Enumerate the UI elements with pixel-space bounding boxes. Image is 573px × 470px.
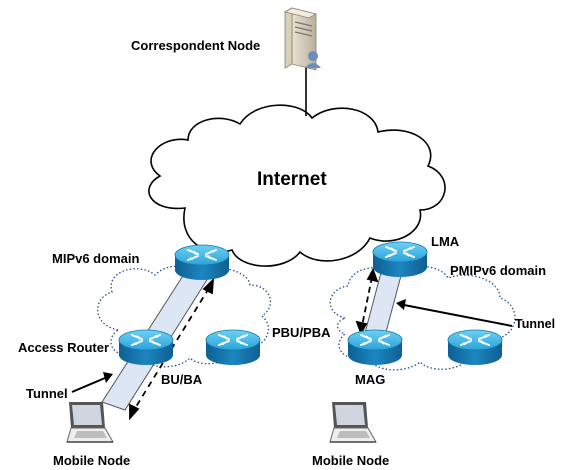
lma-label: LMA (431, 234, 460, 249)
pmipv6-domain-label: PMIPv6 domain (450, 263, 547, 278)
router-icon (447, 329, 503, 366)
mobile-node-left-label: Mobile Node (53, 453, 131, 468)
server-icon (283, 7, 321, 71)
mobile-node-right-label: Mobile Node (312, 453, 390, 468)
tunnel-left-label: Tunnel (26, 386, 68, 401)
bu-ba-label: BU/BA (161, 372, 203, 387)
router-icon (347, 329, 403, 366)
router-icon (174, 244, 230, 281)
router-icon (205, 329, 261, 366)
mipv6-domain-outline (97, 265, 272, 368)
tunnel-left-pointer (71, 372, 113, 393)
correspondent-node-label: Correspondent Node (131, 38, 261, 53)
pbu-pba-arrow (355, 267, 379, 336)
laptop-icon (66, 401, 114, 443)
internet-cloud (148, 104, 446, 267)
laptop-icon (329, 401, 377, 443)
tunnel-right-label: Tunnel (515, 317, 556, 331)
mipv6-domain-label: MIPv6 domain (52, 251, 140, 266)
internet-label: Internet (257, 169, 327, 190)
router-icon (118, 329, 174, 366)
router-icon (372, 241, 428, 278)
tunnel-right-pointer (396, 299, 513, 327)
mag-label: MAG (355, 372, 386, 387)
access-router-label: Access Router (18, 340, 110, 355)
pbu-pba-label: PBU/PBA (272, 325, 331, 340)
